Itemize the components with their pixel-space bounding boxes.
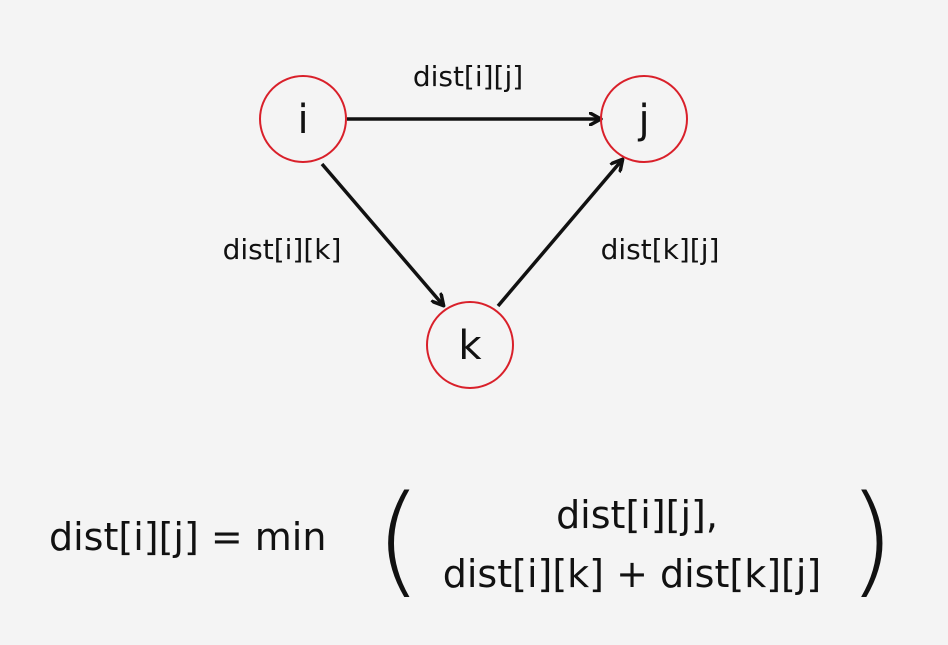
edge-i-to-k [320, 162, 443, 305]
formula-arg2: dist[i][k] + dist[k][j] [443, 552, 821, 596]
formula-close-paren: ) [848, 471, 895, 610]
node-i: i [259, 75, 347, 163]
formula-lhs: dist[i][j] = min [49, 515, 326, 559]
node-j-label: j [637, 97, 649, 143]
edge-label-kj: dist[k][j] [601, 233, 720, 266]
formula-open-paren: ( [375, 471, 422, 610]
edge-label-ij: dist[i][j] [413, 60, 523, 93]
node-k: k [426, 301, 514, 389]
node-j: j [600, 75, 688, 163]
formula-arg1: dist[i][j], [556, 493, 718, 537]
edge-label-ik: dist[i][k] [223, 233, 342, 266]
node-k-label: k [458, 323, 482, 369]
node-i-label: i [297, 97, 308, 143]
edge-k-to-j [496, 160, 622, 308]
